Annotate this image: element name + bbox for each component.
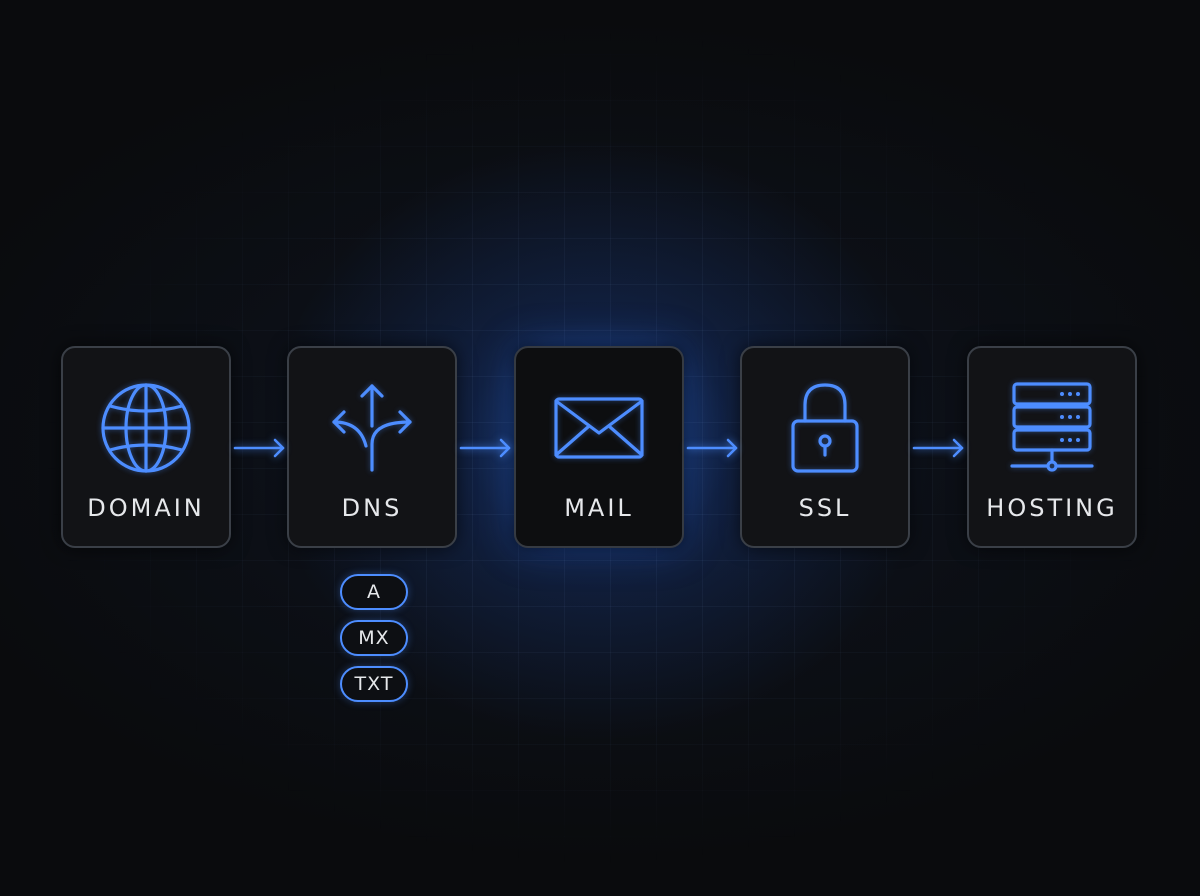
globe-icon bbox=[63, 380, 229, 476]
arrow-mail-to-ssl bbox=[686, 436, 740, 460]
node-label: HOSTING bbox=[986, 494, 1118, 522]
node-label: MAIL bbox=[564, 494, 634, 522]
padlock-icon bbox=[742, 380, 908, 476]
node-domain: DOMAIN bbox=[61, 346, 231, 548]
dns-record-pill-a: A bbox=[340, 574, 408, 610]
node-label: DNS bbox=[341, 494, 403, 522]
arrow-domain-to-dns bbox=[233, 436, 287, 460]
split-arrows-icon bbox=[289, 380, 455, 476]
node-hosting: HOSTING bbox=[967, 346, 1137, 548]
server-rack-icon bbox=[969, 380, 1135, 476]
node-dns: DNS bbox=[287, 346, 457, 548]
arrow-dns-to-mail bbox=[459, 436, 513, 460]
arrow-ssl-to-hosting bbox=[912, 436, 966, 460]
node-mail: MAIL bbox=[514, 346, 684, 548]
dns-record-pill-mx: MX bbox=[340, 620, 408, 656]
dns-record-pill-txt: TXT bbox=[340, 666, 408, 702]
envelope-icon bbox=[516, 380, 682, 476]
node-label: DOMAIN bbox=[87, 494, 205, 522]
node-ssl: SSL bbox=[740, 346, 910, 548]
node-label: SSL bbox=[798, 494, 852, 522]
